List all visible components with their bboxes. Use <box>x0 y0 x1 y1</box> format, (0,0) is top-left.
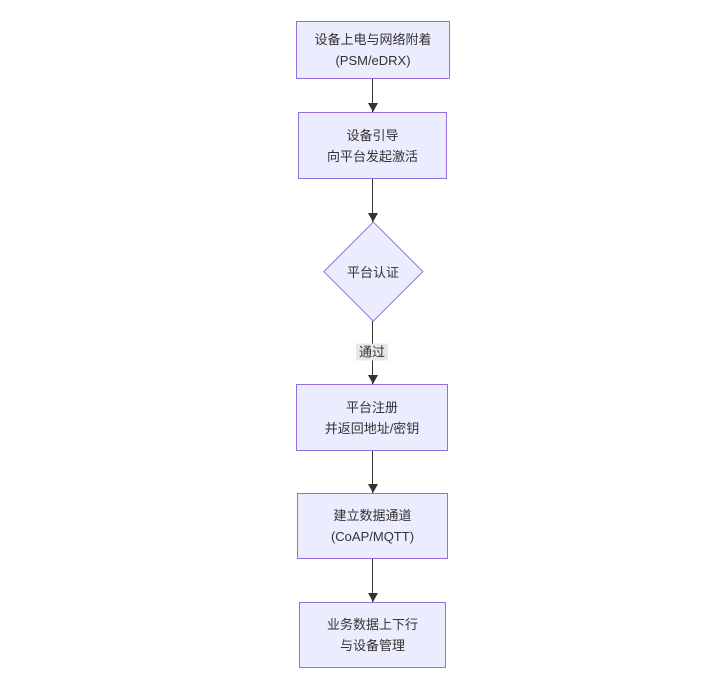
node-platform-auth-label: 平台认证 <box>346 264 399 280</box>
node-device-attach-line2: (PSM/eDRX) <box>335 53 411 68</box>
edge-attach-to-bootstrap <box>372 79 373 112</box>
node-platform-auth: 平台认证 <box>322 220 423 321</box>
node-data-channel-line2: (CoAP/MQTT) <box>330 529 415 544</box>
node-platform-register: 平台注册 并返回地址/密钥 <box>296 384 448 451</box>
node-platform-register-line1: 平台注册 <box>345 399 398 415</box>
node-device-attach-line1: 设备上电与网络附着 <box>314 32 432 47</box>
node-data-channel: 建立数据通道 (CoAP/MQTT) <box>297 493 448 559</box>
node-business-data-line2: 与设备管理 <box>339 638 405 653</box>
node-data-channel-line1: 建立数据通道 <box>333 508 412 523</box>
edge-channel-to-business <box>372 559 373 602</box>
edge-register-to-channel <box>372 451 373 493</box>
node-device-bootstrap-line1: 设备引导 <box>346 127 399 143</box>
node-business-data-line1: 业务数据上下行 <box>326 617 418 632</box>
node-device-bootstrap-line2: 向平台发起激活 <box>326 148 418 164</box>
node-platform-register-line2: 并返回地址/密钥 <box>324 420 420 436</box>
edge-bootstrap-to-auth <box>372 179 373 222</box>
node-device-bootstrap: 设备引导 向平台发起激活 <box>298 112 447 179</box>
node-device-attach: 设备上电与网络附着 (PSM/eDRX) <box>296 21 450 79</box>
node-business-data: 业务数据上下行 与设备管理 <box>299 602 446 668</box>
edge-label-pass: 通过 <box>355 343 389 361</box>
